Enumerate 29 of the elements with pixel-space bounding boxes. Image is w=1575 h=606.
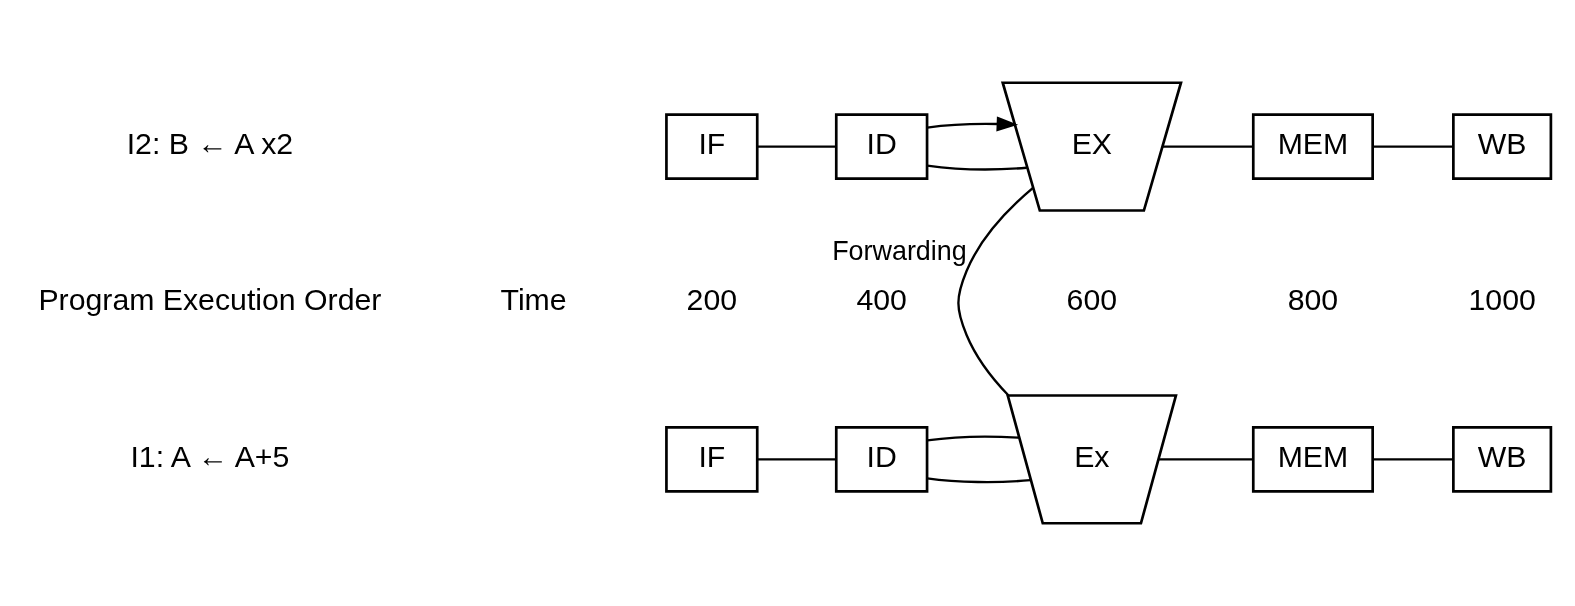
arrow xyxy=(927,116,1019,132)
connector xyxy=(1372,458,1453,461)
label: 200 xyxy=(686,283,738,317)
label: 600 xyxy=(1066,283,1118,317)
connector xyxy=(757,458,836,461)
edge-label: Forwarding xyxy=(832,236,967,266)
label: 800 xyxy=(1287,283,1339,317)
connector xyxy=(927,435,1019,442)
node-box: MEM xyxy=(1251,426,1374,493)
node-box: WB xyxy=(1452,426,1553,493)
label: I1: A ← A+5 xyxy=(130,439,290,473)
node-box: IF xyxy=(665,426,759,493)
node-box: IF xyxy=(665,113,759,180)
label: I2: B ← A x2 xyxy=(126,127,294,161)
label: Time xyxy=(500,283,567,317)
node-box: ID xyxy=(834,113,929,180)
label: Program Execution Order xyxy=(38,283,382,317)
connector xyxy=(1158,458,1253,461)
node-box: MEM xyxy=(1251,113,1374,180)
connector xyxy=(957,187,1034,397)
node-box: ID xyxy=(834,426,929,493)
connector xyxy=(757,145,836,148)
connector xyxy=(927,164,1027,171)
node-box: WB xyxy=(1452,113,1553,180)
connector xyxy=(1372,145,1453,148)
label: 400 xyxy=(856,283,907,317)
connector xyxy=(1163,145,1253,148)
label: 1000 xyxy=(1468,283,1536,317)
connector xyxy=(927,477,1031,484)
